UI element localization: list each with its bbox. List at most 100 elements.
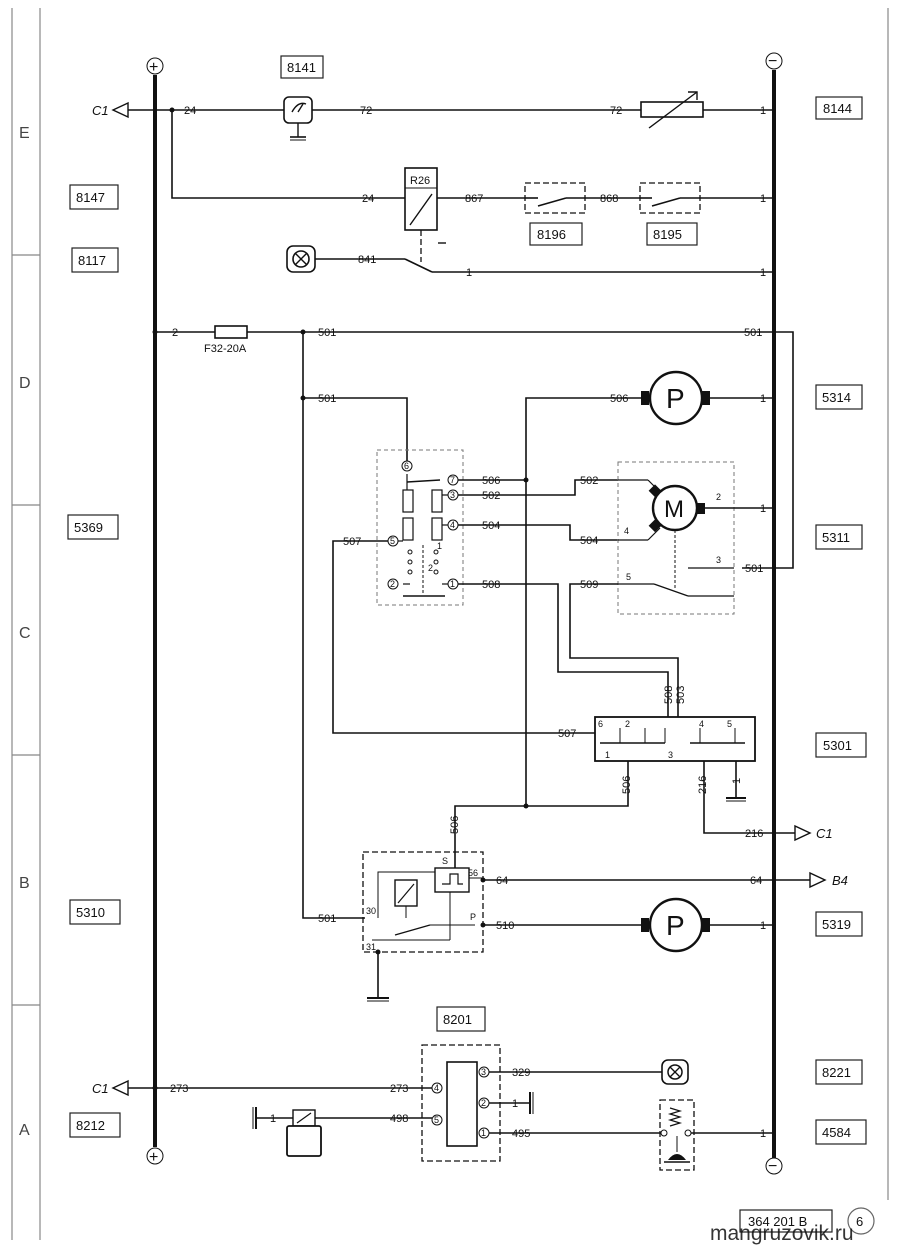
wire-label: 868	[600, 193, 618, 205]
switch-inner-label: 2	[428, 563, 433, 573]
component-label-5311: 5311	[822, 530, 850, 545]
control-unit-pin-label: 2	[481, 1098, 486, 1108]
component-box-5311	[815, 524, 863, 550]
component-box-8201	[436, 1006, 486, 1032]
component-label-4584: 4584	[822, 1125, 851, 1140]
positive-bus	[146, 57, 164, 1165]
wire-504	[458, 524, 618, 541]
negative-sign-top: −	[768, 53, 777, 70]
wire-label: 24	[362, 193, 374, 205]
component-box-8141	[280, 55, 324, 79]
switch-pin-label: 6	[404, 461, 409, 471]
zone-label-b: B	[19, 875, 30, 892]
wire-label: 64	[750, 875, 762, 887]
wire-506-pump	[525, 397, 643, 478]
gauge-icon	[283, 96, 313, 141]
pump-5319-icon	[641, 897, 710, 953]
component-label-8117: 8117	[78, 253, 106, 268]
wire-label: 495	[512, 1128, 530, 1140]
switch-8196-icon	[524, 182, 586, 214]
component-label-5301: 5301	[823, 738, 852, 753]
switch-pin-label: 5	[390, 536, 395, 546]
wire-label: 2	[172, 327, 178, 339]
wire-501-motor	[742, 331, 794, 569]
zone-label-d: D	[19, 375, 31, 392]
component-label-8221: 8221	[822, 1065, 851, 1080]
wire-label: 506	[449, 816, 461, 834]
component-box-8117	[71, 247, 119, 273]
c1-ref-top: C1	[92, 103, 109, 118]
relay-terminal-label: S	[442, 856, 448, 866]
wire-label: 507	[558, 728, 576, 740]
wire-label: 273	[390, 1083, 408, 1095]
control-unit-pin-label: 1	[481, 1128, 486, 1138]
pump-5314-symbol: P	[666, 383, 685, 414]
pressure-switch-icon	[659, 1099, 695, 1171]
fuse-label: F32-20A	[204, 343, 247, 355]
wire-509-503	[569, 583, 679, 717]
component-box-4584	[815, 1119, 867, 1145]
wiper-switch-icon	[396, 474, 450, 597]
connector-5301-icon	[594, 716, 756, 762]
component-box-5301	[815, 732, 867, 758]
zone-label-a: A	[19, 1122, 30, 1139]
wiper-motor-outline	[617, 461, 735, 615]
wire-label: 506	[610, 393, 628, 405]
wire-label: 503	[675, 686, 687, 704]
intermittent-relay-icon	[372, 867, 483, 941]
wire-label: 509	[580, 579, 598, 591]
connector-pin-label: 2	[625, 719, 630, 729]
wire-label: 216	[697, 776, 709, 794]
motor-pin-label: 4	[624, 526, 629, 536]
wire-label: 841	[358, 254, 376, 266]
wire-label: 1	[466, 267, 472, 279]
component-box-8196	[529, 222, 583, 246]
wire-label: 502	[482, 490, 500, 502]
switch-pin-6	[401, 460, 413, 472]
wire-label: 504	[482, 520, 500, 532]
pump-5319-symbol: P	[666, 910, 685, 941]
wire-label: 867	[465, 193, 483, 205]
page-frame	[11, 8, 889, 1240]
connector-pin-label: 1	[605, 750, 610, 760]
component-box-5319	[815, 911, 863, 937]
variable-resistor-icon	[640, 91, 704, 129]
component-label-8141: 8141	[287, 60, 316, 75]
wire-501-vertical	[302, 332, 365, 919]
watermark: mangruzovik.ru	[710, 1222, 854, 1245]
wire-label: 24	[184, 105, 196, 117]
wire-label: 510	[496, 920, 514, 932]
wire-label: 1	[760, 267, 766, 279]
junction-dot	[480, 877, 486, 883]
relay-r26-icon	[404, 167, 446, 262]
junction-dot	[152, 1085, 158, 1091]
ground-symbol	[726, 761, 746, 802]
wire-label: 501	[318, 393, 336, 405]
component-label-8196: 8196	[537, 227, 566, 242]
c1-ref-bottom: C1	[92, 1081, 109, 1096]
connector-pin-label: 4	[699, 719, 704, 729]
relay-terminal-label: 30	[366, 906, 376, 916]
component-label-8144: 8144	[823, 101, 852, 116]
wire-label: 506	[621, 776, 633, 794]
wire-label: 501	[318, 327, 336, 339]
zone-label-c: C	[19, 625, 31, 642]
wire-label: 64	[496, 875, 508, 887]
connector-pin-label: 6	[598, 719, 603, 729]
relay-terminal-label: 31	[366, 942, 376, 952]
component-label-8147: 8147	[76, 190, 105, 205]
wire-506-connector	[525, 480, 629, 807]
positive-sign-bottom: +	[149, 1149, 158, 1166]
wire-label: 501	[318, 913, 336, 925]
c1-arrow-bottom	[111, 1079, 129, 1097]
motor-pin-label: 5	[626, 572, 631, 582]
fuse-icon	[214, 325, 248, 339]
c1-ref-mid: C1	[816, 826, 833, 841]
connector-pin-label: 3	[668, 750, 673, 760]
junction-dot	[480, 922, 486, 928]
component-box-8221	[815, 1059, 863, 1085]
switch-inner-label: 1	[437, 541, 442, 551]
wire-label: 329	[512, 1067, 530, 1079]
b4-ref: B4	[832, 873, 848, 888]
relay-terminal-label: 56	[468, 868, 478, 878]
